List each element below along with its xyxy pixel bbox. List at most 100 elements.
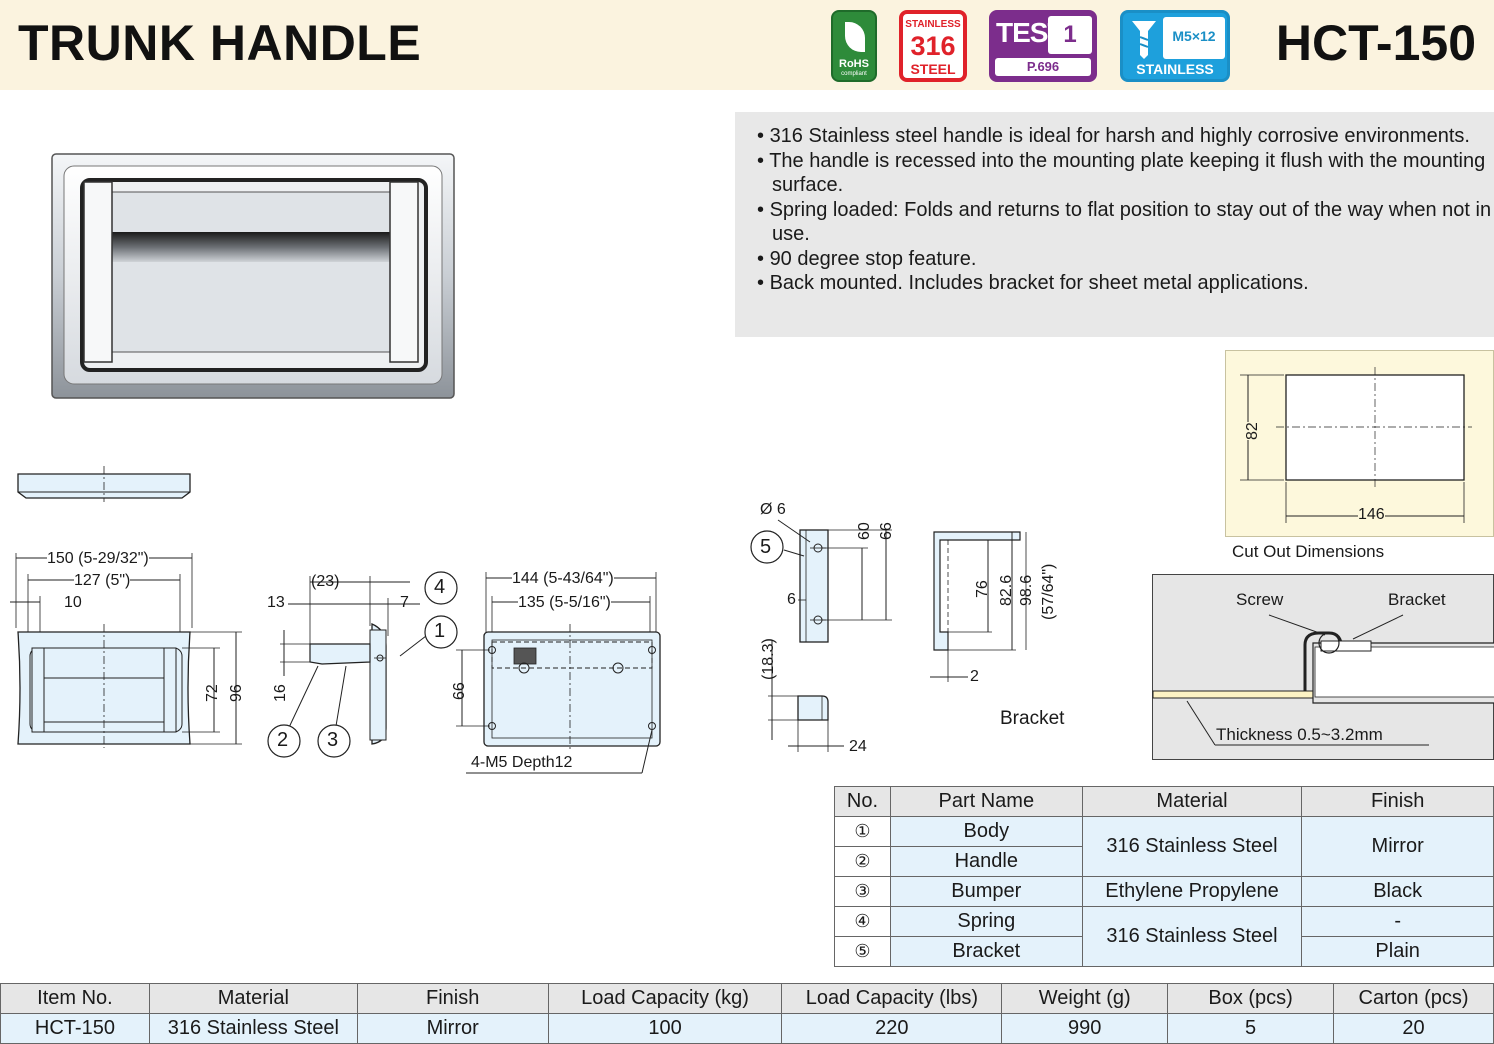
dim-width-inner: 127 (5") [74,572,131,590]
top-view-drawing [17,466,191,502]
dim-back-width-inner: 135 (5-5/16") [518,594,611,612]
feature-item: The handle is recessed into the mounting… [751,149,1494,198]
side-view-drawing [280,576,427,745]
features-box: 316 Stainless steel handle is ideal for … [735,112,1494,337]
dim-7: 7 [400,594,409,611]
callout-3: 3 [327,729,339,751]
part-name: Bracket [889,936,1083,967]
col-part-name: Part Name [889,786,1083,817]
test-page: P.696 [1026,59,1060,74]
part-no: ⑤ [834,936,891,967]
cell-finish: Mirror [356,1013,549,1044]
col-material: Material [148,983,358,1014]
col-load-lbs: Load Capacity (lbs) [781,983,1003,1014]
screw-material: STAINLESS [1136,61,1214,77]
product-photo [51,153,455,399]
dim-height-outer: 96 [228,684,245,702]
dim-bracket-24: 24 [849,738,867,755]
section-drawing [1152,614,1494,746]
part-name: Handle [889,846,1083,877]
cutout-width: 146 [1358,506,1385,524]
test-number-box [1048,16,1092,54]
dim-offset: 10 [64,594,82,611]
table-row: ① Body 316 Stainless Steel Mirror [834,816,1494,877]
hole-spec: 4-M5 Depth12 [471,754,573,771]
feature-item: 316 Stainless steel handle is ideal for … [751,124,1494,149]
section-bracket-label: Bracket [1388,590,1446,609]
part-no: ② [834,846,891,877]
callout-4: 4 [434,576,446,598]
dim-bracket-98: 98.6 [1018,574,1035,606]
col-finish: Finish [356,983,549,1014]
part-material: Ethylene Propylene [1081,876,1303,907]
bracket-label: Bracket [1000,708,1065,729]
dim-depth: (23) [311,573,340,590]
feature-item: 90 degree stop feature. [751,247,1494,272]
table-row: ④ Spring 316 Stainless Steel - [834,906,1494,967]
col-carton: Carton (pcs) [1333,983,1494,1014]
rohs-sublabel: compliant [841,71,867,77]
bracket-drawing [750,519,1027,752]
screw-badge: M5×12 STAINLESS [1120,10,1230,82]
col-material: Material [1081,786,1303,817]
screw-size-box [1163,17,1225,59]
dim-width-outer: 150 (5-29/32") [47,550,149,568]
table-row: HCT-150 316 Stainless Steel Mirror 100 2… [0,1013,1494,1044]
part-no: ④ [834,906,891,937]
dim-bracket-82: 82.6 [998,574,1015,606]
cell-item-no: HCT-150 [0,1013,150,1044]
dim-bracket-76: 76 [974,580,991,598]
dim-diameter: Ø 6 [760,501,786,518]
rohs-label: RoHS [839,58,869,70]
callout-2: 2 [277,729,289,751]
callout-5: 5 [760,536,772,558]
cell-material: 316 Stainless Steel [148,1013,358,1044]
part-name: Body [889,816,1083,847]
stainless-bottom-label: STEEL [910,61,956,77]
part-finish: Plain [1301,936,1494,967]
section-screw-label: Screw [1236,590,1284,609]
dim-back-width-outer: 144 (5-43/64") [512,570,614,588]
dim-13: 13 [267,594,285,611]
col-load-kg: Load Capacity (kg) [547,983,783,1014]
parts-table: No. Part Name Material Finish ① Body 316… [834,786,1494,967]
dim-bracket-66: 66 [878,522,895,540]
leaf-icon [845,22,865,52]
dim-bracket-98-inch: (57/64") [1040,563,1057,620]
callout-1: 1 [434,620,446,642]
part-finish: Black [1301,876,1494,907]
col-weight: Weight (g) [1001,983,1169,1014]
part-material: 316 Stainless Steel [1081,906,1303,967]
stainless-grade: 316 [910,31,956,61]
part-finish: Mirror [1301,816,1494,877]
screw-size: M5×12 [1172,28,1216,44]
cell-weight: 990 [1001,1013,1169,1044]
rohs-badge: RoHS compliant [831,10,877,82]
front-view-drawing [10,553,242,748]
cutout-caption: Cut Out Dimensions [1232,542,1385,561]
dim-bracket-60: 60 [856,522,873,540]
col-box: Box (pcs) [1167,983,1335,1014]
cell-carton: 20 [1333,1013,1494,1044]
back-view-drawing [456,572,661,774]
dim-height-inner: 72 [204,684,221,702]
cutout-height: 82 [1244,422,1262,440]
dim-bracket-2: 2 [970,668,979,685]
model-number: HCT-150 [1275,15,1476,71]
part-name: Spring [889,906,1083,937]
section-view-box [1152,574,1494,760]
part-no: ③ [834,876,891,907]
cutout-box [1225,350,1494,537]
col-finish: Finish [1301,786,1494,817]
stainless-316-badge: STAINLESS 316 STEEL [899,10,967,82]
cutout-drawing [1240,367,1472,523]
dim-back-height: 66 [451,682,468,700]
test-page-box [995,58,1091,76]
part-material: 316 Stainless Steel [1081,816,1303,877]
cell-load-kg: 100 [547,1013,783,1044]
spec-table: Item No. Material Finish Load Capacity (… [0,983,1494,1044]
page-title: TRUNK HANDLE [18,15,422,71]
cell-box: 5 [1167,1013,1335,1044]
table-row: ⑤ Bracket Plain [834,936,1494,967]
col-no: No. [834,786,891,817]
